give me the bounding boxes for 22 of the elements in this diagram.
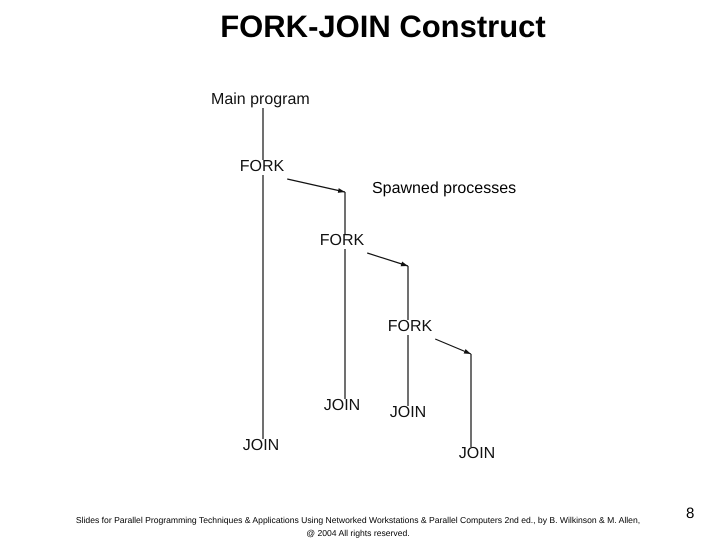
connector [287, 178, 346, 193]
connector [407, 266, 409, 320]
step-label: JOIN [390, 404, 426, 422]
connector [434, 338, 472, 355]
connector [262, 108, 264, 160]
connector [344, 249, 346, 399]
step-label: FORK [320, 232, 364, 250]
annotation-label: Spawned processes [372, 180, 516, 198]
connector [407, 335, 409, 406]
connector [344, 192, 346, 234]
step-label: JOIN [458, 445, 496, 463]
connector [367, 252, 408, 267]
step-label: FORK [388, 318, 432, 336]
step-label: JOIN [242, 437, 280, 455]
step-label: FORK [240, 158, 284, 176]
process-label: Main program [211, 91, 310, 109]
connector [262, 175, 264, 439]
connector [470, 354, 472, 447]
title: FORK-JOIN Construct [219, 8, 547, 46]
step-label: JOIN [324, 397, 360, 415]
page-number: 8 [686, 505, 694, 523]
footer-note: Slides for Parallel Programming Techniques & Applications Using Networked Workstations & Parallel Computers 2nd ed., by B. Wilkinson & M. Allen, @ 2004 All rights reserved. [75, 514, 641, 540]
